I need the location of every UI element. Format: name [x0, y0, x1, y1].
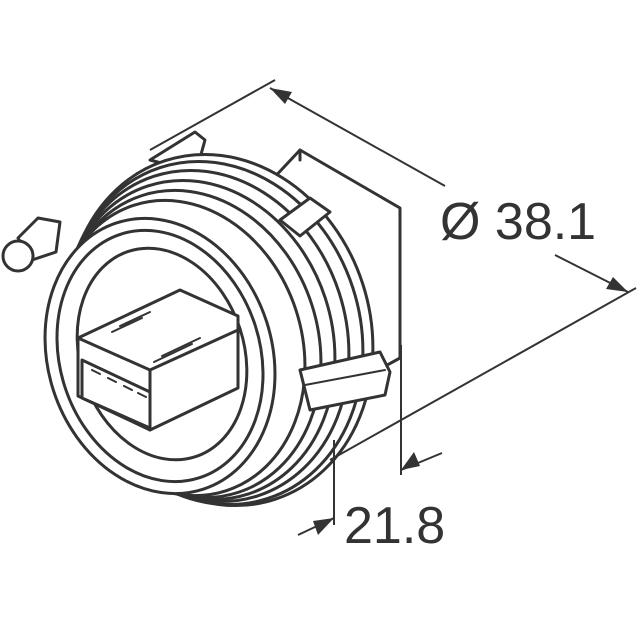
right-clip-bottom	[298, 350, 392, 412]
diameter-label: Ø 38.1	[440, 193, 597, 251]
locking-pin	[1, 216, 62, 273]
diameter-dimension	[149, 79, 637, 461]
inner-plug	[76, 288, 240, 432]
right-clip-top	[278, 196, 332, 238]
depth-dimension	[297, 345, 443, 536]
depth-label: 21.8	[344, 497, 446, 555]
